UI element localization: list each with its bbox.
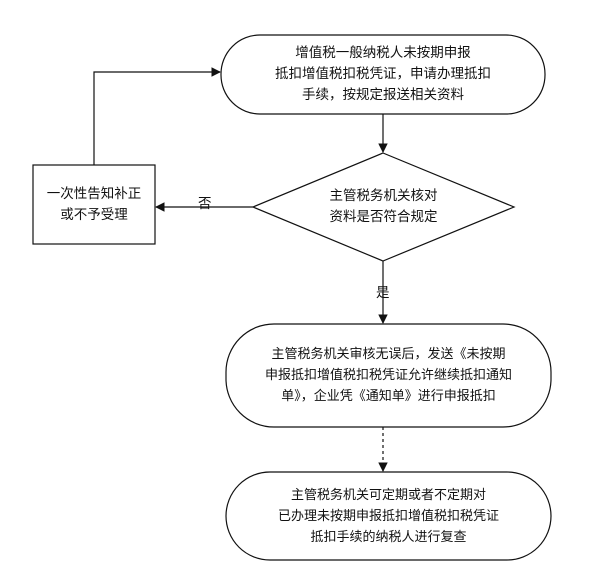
approve-node-line-2: 申报抵扣增值税扣税凭证允许继续抵扣通知: [264, 368, 512, 383]
recheck-node-line-3: 抵扣手续的纳税人进行复查: [310, 529, 467, 545]
start-node-line-1: 增值税一般纳税人未按期申报: [295, 45, 471, 61]
reject-node-text: 一次性告知补正 或不予受理: [33, 165, 155, 244]
start-node-text: 增值税一般纳税人未按期申报 抵扣增值税扣税凭证，申请办理抵扣 手续，按规定报送相…: [221, 35, 545, 114]
start-node-line-3: 手续，按规定报送相关资料: [302, 87, 464, 103]
decision-node-text: 主管税务机关核对 资料是否符合规定: [253, 153, 514, 261]
approve-node-line-3: 单》，企业凭《通知单》进行申报抵扣: [281, 389, 496, 404]
edge-label-no: 否: [198, 196, 212, 212]
edge-reject-to-start: [93, 67, 221, 165]
reject-node-shape: [32, 164, 156, 245]
decision-node-line-1: 主管税务机关核对: [329, 188, 438, 204]
edge-label-yes: 是: [376, 285, 390, 301]
reject-node-line-2: 或不予受理: [60, 206, 128, 223]
reject-node-line-1: 一次性告知补正: [46, 185, 142, 202]
start-node-line-2: 抵扣增值税扣税凭证，申请办理抵扣: [275, 66, 491, 82]
recheck-node-line-1: 主管税务机关可定期或者不定期对: [290, 487, 486, 503]
approve-node-line-1: 主管税务机关审核无误后，发送《未按期: [271, 347, 506, 362]
approve-node-text: 主管税务机关审核无误后，发送《未按期 申报抵扣增值税扣税凭证允许继续抵扣通知 单…: [226, 324, 551, 427]
approve-node-shape: [225, 323, 552, 428]
recheck-node-text: 主管税务机关可定期或者不定期对 已办理未按期申报抵扣增值税扣税凭证 抵扣手续的纳…: [226, 472, 551, 560]
recheck-node-shape: [225, 471, 552, 561]
recheck-node-line-2: 已办理未按期申报抵扣增值税扣税凭证: [277, 508, 499, 524]
decision-node-line-2: 资料是否符合规定: [329, 209, 438, 225]
